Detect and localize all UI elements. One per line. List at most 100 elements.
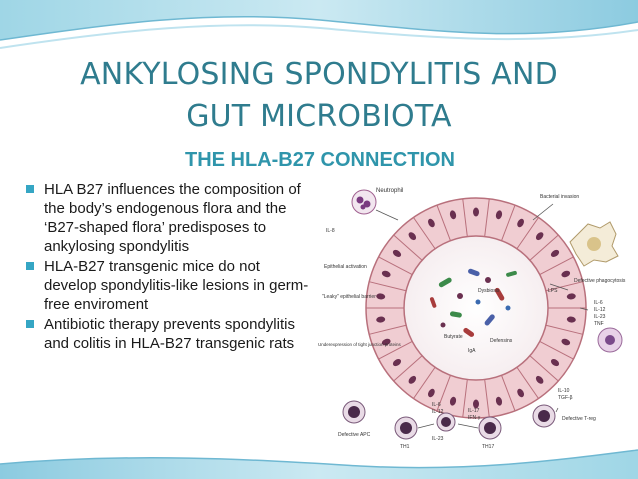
cell-nuclei <box>376 207 576 409</box>
cell-nucleus <box>376 293 386 300</box>
bullet-text: Antibiotic therapy prevents spondylitis … <box>44 316 295 352</box>
cell-nucleus <box>535 375 544 384</box>
cell-nucleus <box>428 388 435 398</box>
gut-lumen <box>403 235 549 381</box>
square-bullet-icon <box>26 320 34 328</box>
cell-nucleus <box>408 232 417 241</box>
slide-title: ANKYLOSING SPONDYLITIS AND GUT MICROBIOT… <box>30 54 608 138</box>
macrophage-cell <box>569 221 619 267</box>
gut-epithelium-illustration: Dysbiosis Butyrate IgA Defensins Neutrop… <box>318 188 626 450</box>
cell-nucleus <box>535 232 544 241</box>
tgfb-label: TGF-β <box>558 395 573 401</box>
cell-border <box>484 198 490 237</box>
bottom-immune-cells <box>342 400 556 440</box>
slide-subtitle: THE HLA-B27 CONNECTION <box>184 149 455 171</box>
cell-border <box>393 355 423 382</box>
defective-treg-label: Defective T-reg <box>562 416 596 422</box>
epithelial-activation-label: Epithelial activation <box>324 264 367 270</box>
cell-nucleus <box>495 396 503 406</box>
bullet-item: HLA B27 influences the composition of th… <box>24 180 314 256</box>
iga-label: IgA <box>468 348 476 354</box>
cell-nucleus <box>473 399 479 409</box>
lumen-bacteria <box>429 268 517 337</box>
il23-bottom-label: IL-23 <box>432 436 444 442</box>
cell-nucleus <box>473 207 479 217</box>
bottom-wave-decoration <box>0 449 638 479</box>
cell-border <box>501 204 516 241</box>
cell-border <box>529 234 559 261</box>
bullet-item: HLA-B27 transgenic mice do not develop s… <box>24 257 314 314</box>
cell-nucleus <box>392 249 402 258</box>
ifng-label: IFN-γ <box>468 415 481 421</box>
slide-title-line-1: ANKYLOSING SPONDYLITIS AND <box>80 57 558 92</box>
cell-border <box>516 217 539 250</box>
il8-label: IL-8 <box>326 228 335 234</box>
cell-nucleus <box>392 358 402 367</box>
cell-nucleus <box>566 293 576 300</box>
square-bullet-icon <box>26 185 34 193</box>
bacterial-invasion-label: Bacterial invasion <box>540 194 579 200</box>
cell-border <box>484 379 490 418</box>
bullet-text: HLA-B27 transgenic mice do not develop s… <box>44 258 309 313</box>
cell-nucleus <box>428 218 435 228</box>
il12-bottom-label: IL-12 <box>432 409 444 415</box>
cell-border <box>413 366 436 399</box>
cell-border <box>369 324 407 335</box>
cell-border <box>369 281 407 292</box>
bullet-list: HLA B27 influences the composition of th… <box>24 180 314 354</box>
epithelial-cell-borders <box>366 198 586 418</box>
th1-label: TH1 <box>400 444 410 450</box>
lps-label: LPS <box>548 288 558 294</box>
tnf-label: TNF <box>594 321 604 327</box>
cell-border <box>539 341 574 360</box>
cell-border <box>516 366 539 399</box>
underexpression-label: Underexpression of tight junction protei… <box>318 342 402 347</box>
cell-border <box>413 217 436 250</box>
defensins-label: Defensins <box>490 338 513 344</box>
slide-title-line-2: GUT MICROBIOTA <box>186 99 452 134</box>
cell-border <box>393 234 423 261</box>
butyrate-label: Butyrate <box>444 334 463 340</box>
leaky-barrier-label: "Leaky" epithelial barrier <box>322 294 376 300</box>
dysbiosis-label: Dysbiosis <box>478 288 500 294</box>
cell-nucleus <box>449 210 457 220</box>
cell-border <box>539 256 574 275</box>
defective-phagocytosis-label: Defective phagocytosis <box>574 278 626 284</box>
cell-nucleus <box>495 210 503 220</box>
dendritic-cell <box>597 327 623 353</box>
cell-border <box>545 324 583 335</box>
cell-nucleus <box>550 358 560 367</box>
cell-border <box>436 375 451 412</box>
cell-nucleus <box>566 316 576 323</box>
cell-border <box>545 281 583 292</box>
il6-bottom-label: IL-6 <box>432 402 441 408</box>
cell-nucleus <box>408 375 417 384</box>
cell-nucleus <box>517 388 524 398</box>
neutrophil-label: Neutrophil <box>376 188 403 194</box>
cell-nucleus <box>381 270 391 278</box>
il17-label: IL-17 <box>468 408 480 414</box>
cell-border <box>529 355 559 382</box>
square-bullet-icon <box>26 262 34 270</box>
cell-nucleus <box>449 396 457 406</box>
pathway-arrows <box>375 203 589 429</box>
th17-label: TH17 <box>482 444 494 450</box>
neutrophil-cell <box>351 189 377 215</box>
cell-border <box>378 256 413 275</box>
cell-nucleus <box>561 270 571 278</box>
cell-border <box>378 341 413 360</box>
cell-nucleus <box>517 218 524 228</box>
cell-nucleus <box>376 316 386 323</box>
il10-label: IL-10 <box>558 388 570 394</box>
cell-nucleus <box>550 249 560 258</box>
cell-nucleus <box>381 338 391 346</box>
il12-label: IL-12 <box>594 307 606 313</box>
cell-border <box>462 379 468 418</box>
top-wave-decoration <box>0 0 638 49</box>
cell-border <box>501 375 516 412</box>
cell-border <box>436 204 451 241</box>
il6-label: IL-6 <box>594 300 603 306</box>
cell-nucleus <box>561 338 571 346</box>
cell-border <box>462 198 468 237</box>
bullet-item: Antibiotic therapy prevents spondylitis … <box>24 315 314 353</box>
